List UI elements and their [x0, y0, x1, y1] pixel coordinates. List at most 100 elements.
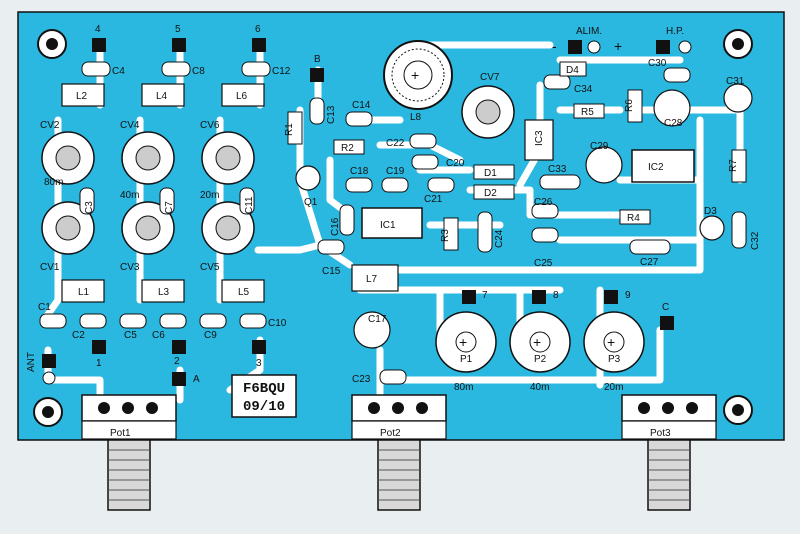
svg-text:+: + — [411, 67, 419, 83]
label-p1: P1 — [460, 354, 473, 365]
r6-resistor — [627, 89, 643, 123]
l6-coil — [221, 83, 265, 107]
label-c3: C3 — [84, 201, 95, 214]
label-connector-b: B — [314, 54, 321, 65]
svg-text:+: + — [533, 334, 541, 350]
label-r7: R7 — [728, 159, 739, 172]
pot2-potentiometer[interactable] — [351, 394, 447, 511]
r4-resistor — [619, 209, 651, 225]
preset-potentiometers: + + + — [435, 311, 645, 373]
label-c20: C20 — [446, 158, 465, 169]
l5-coil — [221, 279, 265, 303]
capacitor-pads — [39, 61, 747, 385]
label-pot1: Pot1 — [110, 428, 131, 439]
label-cv2: CV2 — [40, 120, 60, 131]
label-r2: R2 — [341, 143, 354, 154]
label-l7: L7 — [366, 274, 378, 285]
mounting-hole-top-left — [37, 29, 67, 59]
label-q1: Q1 — [304, 197, 318, 208]
label-c21: C21 — [424, 194, 443, 205]
label-c34: C34 — [574, 84, 593, 95]
label-band-20m-p3: 20m — [604, 382, 623, 393]
label-d2: D2 — [484, 188, 497, 199]
round-pads — [42, 40, 692, 385]
label-r5: R5 — [581, 107, 594, 118]
label-connector-8: 8 — [553, 290, 559, 301]
r5-resistor — [573, 103, 605, 119]
label-c33: C33 — [548, 164, 567, 175]
label-c8: C8 — [192, 66, 205, 77]
c29-electrolytic — [585, 146, 623, 184]
l1-coil — [61, 279, 105, 303]
label-r3: R3 — [440, 229, 451, 242]
label-c24: C24 — [494, 229, 505, 248]
coil-blocks — [61, 83, 399, 303]
label-alim-minus: - — [552, 38, 557, 54]
label-l5: L5 — [238, 287, 250, 298]
ic3-chip — [524, 119, 554, 161]
label-c15: C15 — [322, 266, 341, 277]
label-c16: C16 — [330, 217, 341, 236]
l7-coil — [351, 264, 399, 292]
label-ic2: IC2 — [648, 162, 664, 173]
label-c23: C23 — [352, 374, 371, 385]
label-connector-1: 1 — [96, 358, 102, 369]
label-l8: L8 — [410, 112, 422, 123]
mounting-hole-top-right — [723, 29, 753, 59]
label-r4: R4 — [627, 213, 640, 224]
d4-diode — [559, 61, 587, 77]
c28-electrolytic — [653, 89, 691, 127]
label-c29: C29 — [590, 141, 609, 152]
label-cv5: CV5 — [200, 262, 220, 273]
label-c28: C28 — [664, 118, 683, 129]
cv5-trimmer — [201, 201, 255, 255]
cv6-trimmer — [201, 131, 255, 185]
q1-transistor — [295, 165, 321, 191]
label-ic1: IC1 — [380, 220, 396, 231]
label-r1: R1 — [284, 123, 295, 136]
variable-capacitors: + — [41, 40, 515, 255]
label-ant: ANT — [26, 352, 37, 372]
label-connector-6: 6 — [255, 24, 261, 35]
label-cv3: CV3 — [120, 262, 140, 273]
mounting-holes — [33, 29, 753, 427]
label-p2: P2 — [534, 354, 547, 365]
label-c26: C26 — [534, 197, 553, 208]
pot1-potentiometer[interactable] — [81, 394, 177, 511]
label-r6: R6 — [624, 99, 635, 112]
label-cv7: CV7 — [480, 72, 500, 83]
badge-title: F6BQU — [243, 381, 285, 397]
label-c19: C19 — [386, 166, 405, 177]
label-ic3: IC3 — [534, 130, 545, 146]
label-c7: C7 — [164, 201, 175, 214]
label-band-20m-left: 20m — [200, 190, 219, 201]
label-connector-3: 3 — [256, 358, 262, 369]
label-d3: D3 — [704, 206, 717, 217]
r1-resistor — [287, 111, 303, 145]
label-connector-9: 9 — [625, 290, 631, 301]
label-c27: C27 — [640, 257, 659, 268]
pot3-potentiometer[interactable] — [621, 394, 717, 511]
resistors — [287, 61, 747, 251]
board-id-badge: F6BQU 09/10 — [231, 374, 297, 418]
badge-date: 09/10 — [243, 399, 285, 415]
labels: 4 5 6 B 1 2 3 A 7 8 9 C ALIM. H.P. - + A… — [26, 24, 761, 439]
square-pads — [42, 38, 674, 386]
label-c11: C11 — [244, 196, 255, 214]
d3-led — [699, 215, 725, 241]
r7-resistor — [731, 149, 747, 183]
label-band-80m: 80m — [44, 177, 63, 188]
p3-preset: + — [583, 311, 645, 373]
r2-resistor — [333, 139, 365, 155]
label-cv1: CV1 — [40, 262, 60, 273]
d1-diode — [473, 164, 515, 180]
label-c4: C4 — [112, 66, 125, 77]
label-c9: C9 — [204, 330, 217, 341]
label-hp: H.P. — [666, 26, 684, 37]
label-cv4: CV4 — [120, 120, 140, 131]
label-band-40m-p2: 40m — [530, 382, 549, 393]
label-d1: D1 — [484, 168, 497, 179]
label-band-40m-left: 40m — [120, 190, 139, 201]
